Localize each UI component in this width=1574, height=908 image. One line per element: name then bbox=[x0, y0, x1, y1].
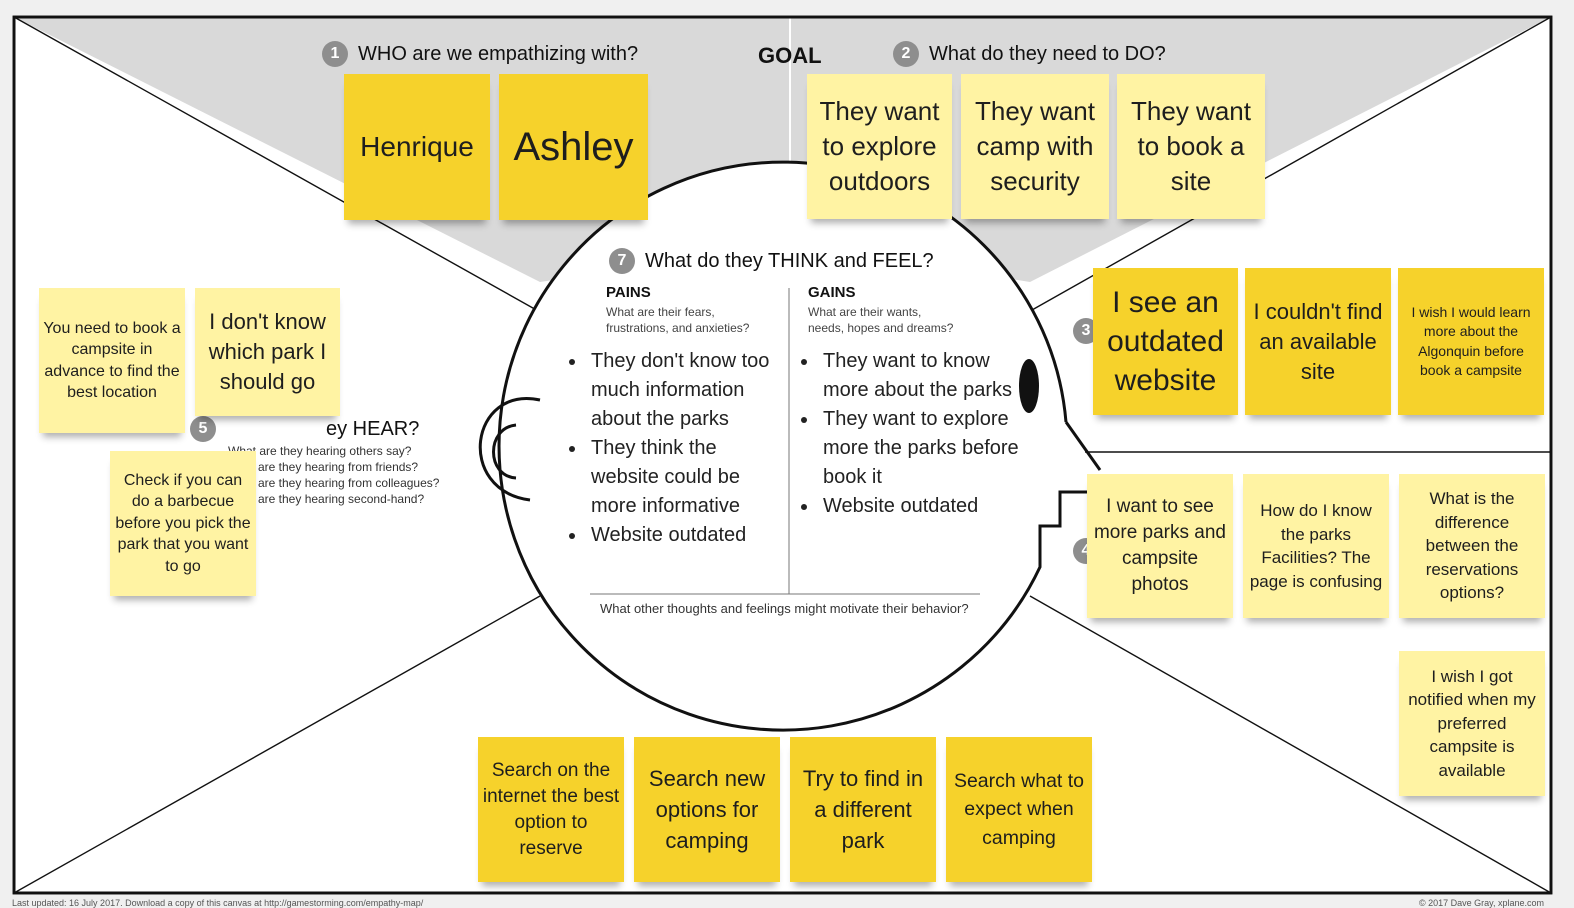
gains-subtitle-line: What are their wants, bbox=[808, 305, 922, 319]
sticky-note-see[interactable]: I wish I would learn more about the Algo… bbox=[1398, 268, 1544, 415]
pains-item: Website outdated bbox=[587, 521, 787, 550]
hear-prompt: are they hearing second-hand? bbox=[258, 492, 425, 506]
sticky-note-who[interactable]: Henrique bbox=[344, 74, 490, 220]
gains-item: Website outdated bbox=[819, 492, 1024, 521]
sticky-note-see[interactable]: I couldn't find an available site bbox=[1245, 268, 1391, 415]
sticky-note-do[interactable]: They want to explore outdoors bbox=[807, 74, 952, 219]
gains-item: They want to explore more the parks befo… bbox=[819, 405, 1024, 492]
think-feel-heading: 7 What do they THINK and FEEL? bbox=[609, 248, 934, 274]
who-step-number: 1 bbox=[322, 41, 348, 67]
do-heading: 2 What do they need to DO? bbox=[893, 41, 1166, 67]
diagonal-top-left bbox=[13, 16, 541, 313]
sticky-note-do-bottom[interactable]: Search new options for camping bbox=[634, 737, 780, 882]
sticky-note-hear[interactable]: You need to book a campsite in advance t… bbox=[39, 288, 185, 433]
sticky-note-see[interactable]: I see an outdated website bbox=[1093, 268, 1238, 415]
sticky-note-who[interactable]: Ashley bbox=[499, 74, 648, 220]
pains-subtitle-line: What are their fears, bbox=[606, 305, 715, 319]
gains-item: They want to know more about the parks bbox=[819, 347, 1024, 405]
sticky-note-say[interactable]: I wish I got notified when my preferred … bbox=[1399, 651, 1545, 796]
sticky-note-do[interactable]: They want camp with security bbox=[961, 74, 1109, 219]
hear-prompt: are they hearing from friends? bbox=[258, 460, 419, 474]
diagonal-bottom-left bbox=[13, 595, 541, 894]
hear-prompt: What are they hearing others say? bbox=[228, 444, 412, 458]
sticky-note-say[interactable]: I want to see more parks and campsite ph… bbox=[1087, 474, 1233, 618]
think-feel-question: What other thoughts and feelings might m… bbox=[600, 601, 969, 616]
who-title: WHO are we empathizing with? bbox=[358, 42, 639, 65]
diagonal-top-right bbox=[1031, 16, 1552, 311]
pains-item: They don't know too much information abo… bbox=[587, 347, 787, 434]
ear-outer bbox=[478, 397, 541, 502]
mouth-line bbox=[1064, 421, 1102, 471]
sticky-note-do-bottom[interactable]: Search on the internet the best option t… bbox=[478, 737, 624, 882]
pains-subtitle-line: frustrations, and anxieties? bbox=[606, 321, 750, 335]
pains-title: PAINS bbox=[606, 284, 651, 301]
do-step-number: 2 bbox=[893, 41, 919, 67]
sticky-note-hear[interactable]: I don't know which park I should go bbox=[195, 288, 340, 416]
goal-label: GOAL bbox=[758, 43, 822, 68]
hear-title: ey HEAR? bbox=[326, 417, 420, 440]
who-heading: 1 WHO are we empathizing with? bbox=[322, 41, 638, 67]
sticky-note-say[interactable]: How do I know the parks Facilities? The … bbox=[1243, 474, 1389, 618]
diagonal-bottom-right bbox=[1029, 595, 1552, 894]
eye bbox=[1019, 359, 1039, 413]
gains-subtitle: What are their wants, needs, hopes and d… bbox=[808, 304, 953, 336]
gains-list: They want to know more about the parks T… bbox=[797, 347, 1024, 521]
sticky-note-do[interactable]: They want to book a site bbox=[1117, 74, 1265, 219]
hear-prompts: What are they hearing others say? are th… bbox=[228, 443, 439, 507]
hear-heading: 5 ey HEAR? bbox=[190, 416, 419, 442]
ear-inner bbox=[492, 423, 517, 480]
board-border bbox=[12, 15, 1553, 895]
footer-left: Last updated: 16 July 2017. Download a c… bbox=[12, 898, 424, 908]
hear-step-number: 5 bbox=[190, 416, 216, 442]
gains-subtitle-line: needs, hopes and dreams? bbox=[808, 321, 954, 335]
gains-title: GAINS bbox=[808, 284, 856, 301]
do-title: What do they need to DO? bbox=[929, 42, 1166, 65]
pains-item: They think the website could be more inf… bbox=[587, 434, 787, 521]
pains-subtitle: What are their fears, frustrations, and … bbox=[606, 304, 749, 336]
footer-right: © 2017 Dave Gray, xplane.com bbox=[1418, 898, 1544, 908]
sticky-note-hear[interactable]: Check if you can do a barbecue before yo… bbox=[110, 451, 256, 596]
sticky-note-do-bottom[interactable]: Try to find in a different park bbox=[790, 737, 936, 882]
hear-prompt: are they hearing from colleagues? bbox=[258, 476, 440, 490]
sticky-note-say[interactable]: What is the difference between the reser… bbox=[1399, 474, 1545, 618]
pains-list: They don't know too much information abo… bbox=[565, 347, 787, 550]
sticky-note-do-bottom[interactable]: Search what to expect when camping bbox=[946, 737, 1092, 882]
think-title: What do they THINK and FEEL? bbox=[645, 249, 934, 272]
think-step-number: 7 bbox=[609, 248, 635, 274]
